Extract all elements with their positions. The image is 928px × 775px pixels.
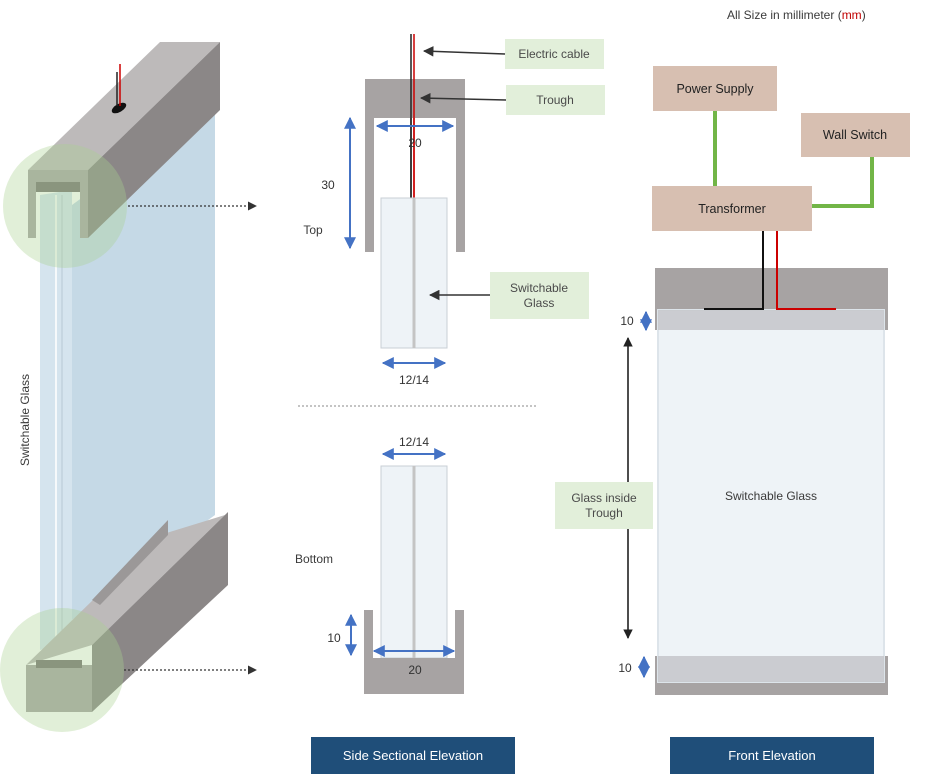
top-label: Top xyxy=(303,223,323,237)
glass-inside-trough-line2: Trough xyxy=(585,506,623,520)
power-supply-box xyxy=(653,66,777,111)
bottom-trough-section xyxy=(364,610,464,694)
top-inset-value: 10 xyxy=(620,314,634,328)
power-supply-label: Power Supply xyxy=(676,82,754,96)
side-section-bottom: 12/14 Bottom 10 20 xyxy=(295,435,464,694)
transformer-box xyxy=(652,186,812,231)
top-glass-thickness-value: 12/14 xyxy=(399,373,429,387)
glass-inside-trough-line1: Glass inside xyxy=(571,491,637,505)
wall-switch-box xyxy=(801,113,910,157)
switchable-glass-label-line1: Switchable xyxy=(510,281,568,295)
front-glass-panel xyxy=(657,309,885,683)
bottom-glass-thickness-value: 12/14 xyxy=(399,435,429,449)
front-elevation: Power Supply Wall Switch Transformer Swi… xyxy=(555,66,910,695)
black-cable xyxy=(704,231,764,310)
iso-glass-label: Switchable Glass xyxy=(18,374,32,466)
trough-arrow xyxy=(419,92,507,104)
iso-top-trough-front xyxy=(28,170,88,238)
switchable-glass-label-box xyxy=(490,272,589,319)
units-note: All Size in millimeter (mm) xyxy=(727,8,866,22)
front-glass-label: Switchable Glass xyxy=(725,489,817,503)
wall-switch-connector xyxy=(812,157,874,208)
isometric-view: Switchable Glass xyxy=(0,42,257,732)
bottom-depth-value: 10 xyxy=(327,631,341,645)
bottom-label: Bottom xyxy=(295,552,333,566)
electric-cable-arrow xyxy=(422,46,506,57)
front-elevation-caption-box xyxy=(670,737,874,774)
top-height-value: 30 xyxy=(321,178,335,192)
wall-switch-label: Wall Switch xyxy=(823,128,887,142)
bottom-trough-width-value: 20 xyxy=(408,663,422,677)
iso-glass-pane xyxy=(72,100,215,620)
top-highlight-circle xyxy=(3,144,127,268)
glass-inside-trough-box xyxy=(555,482,653,529)
iso-bottom-trough-top xyxy=(26,515,225,665)
iso-top-trough-side xyxy=(88,42,220,238)
side-section-caption: Side Sectional Elevation xyxy=(343,748,483,763)
trough-label: Trough xyxy=(536,93,574,107)
top-trough-width-value: 20 xyxy=(408,136,422,150)
transformer-label: Transformer xyxy=(698,202,766,216)
front-elevation-caption: Front Elevation xyxy=(728,748,815,763)
switchable-glass-label-line2: Glass xyxy=(524,296,555,310)
bottom-highlight-circle xyxy=(0,608,124,732)
trough-label-box xyxy=(506,85,605,115)
electric-cable-label: Electric cable xyxy=(518,47,590,61)
top-trough-section xyxy=(365,79,465,252)
side-section-caption-box xyxy=(311,737,515,774)
side-section-top: Electric cable Trough Switchable Glass 2… xyxy=(303,34,605,387)
iso-bottom-trough-side xyxy=(92,512,228,712)
iso-bottom-trough-front xyxy=(26,665,92,712)
bottom-inset-value: 10 xyxy=(618,661,632,675)
red-cable xyxy=(776,231,836,310)
electric-cable-label-box xyxy=(505,39,604,69)
